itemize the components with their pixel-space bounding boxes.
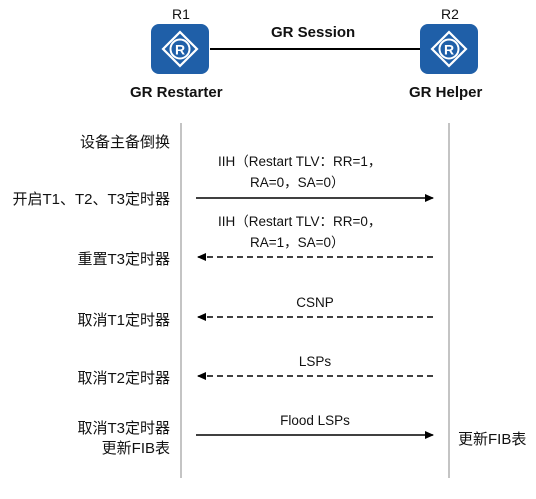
step-update-fib-helper: 更新FIB表: [458, 431, 527, 448]
step-start-timers: 开启T1、T2、T3定时器: [12, 191, 170, 208]
svg-text:R: R: [175, 42, 185, 58]
msg-iih-1-line1: IIH（Restart TLV：RR=1，: [218, 154, 382, 169]
step-cancel-t2: 取消T2定时器: [77, 370, 170, 387]
msg-lsps: LSPs: [298, 354, 332, 369]
router-icon: R: [420, 24, 478, 74]
msg-iih-2-line1: IIH（Restart TLV：RR=0，: [218, 214, 382, 229]
step-cancel-t3: 取消T3定时器: [77, 420, 170, 437]
step-cancel-t1: 取消T1定时器: [77, 312, 170, 329]
msg-iih-1-line2: RA=0，SA=0）: [250, 175, 345, 190]
r2-role-label: GR Helper: [409, 84, 483, 101]
msg-flood-lsps: Flood LSPs: [280, 413, 350, 428]
session-label: GR Session: [271, 24, 356, 41]
r1-name: R1: [172, 6, 190, 22]
step-switchover: 设备主备倒换: [79, 134, 170, 151]
msg-csnp: CSNP: [296, 295, 334, 310]
msg-iih-2-line2: RA=1，SA=0）: [250, 235, 345, 250]
step-reset-t3: 重置T3定时器: [77, 251, 170, 268]
router-icon: R: [151, 24, 209, 74]
step-update-fib-restarter: 更新FIB表: [101, 440, 170, 457]
r2-name: R2: [441, 6, 459, 22]
r1-role-label: GR Restarter: [130, 84, 223, 101]
svg-text:R: R: [444, 42, 454, 58]
